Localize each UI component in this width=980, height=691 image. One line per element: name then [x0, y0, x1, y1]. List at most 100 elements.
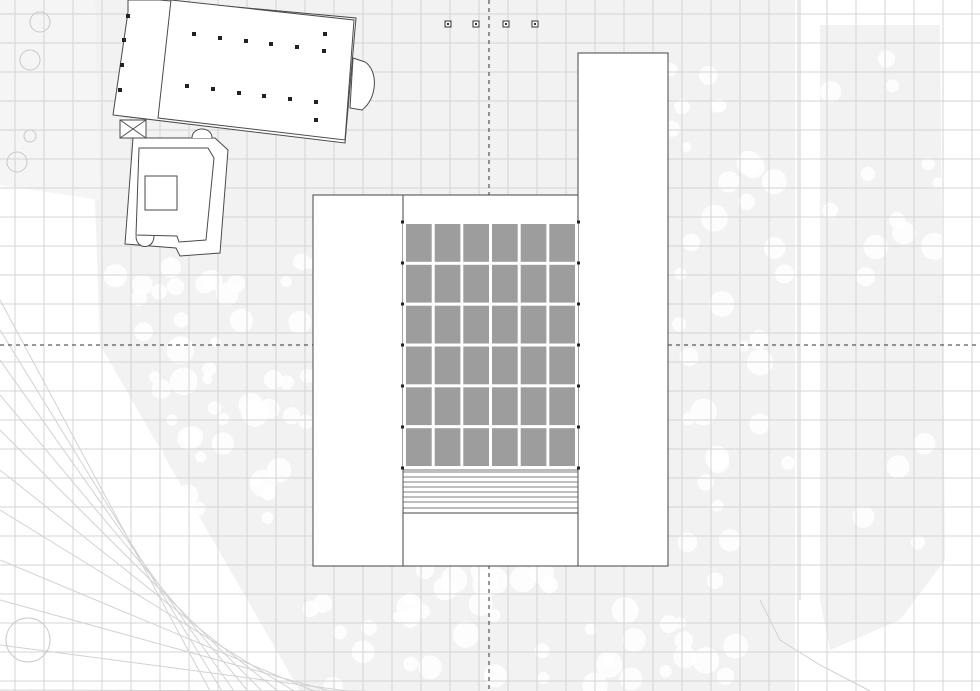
courtyard-cell: [463, 264, 489, 303]
church-apse: [349, 57, 375, 111]
diagonal-line: [0, 329, 223, 691]
post: [577, 343, 580, 347]
tree-canopy: [921, 157, 935, 171]
tree-canopy: [250, 476, 261, 487]
tree-canopy: [706, 572, 724, 589]
tree-canopy: [775, 264, 794, 284]
tree-canopy: [229, 308, 254, 333]
courtyard-cell: [520, 305, 547, 344]
tree-canopy: [227, 274, 246, 293]
stair-cross: [119, 119, 147, 139]
tree-canopy: [878, 50, 896, 68]
courtyard-cell: [549, 428, 575, 466]
column-marker: [288, 97, 292, 101]
tree-canopy: [910, 535, 926, 550]
tree-canopy: [103, 264, 128, 288]
tree-canopy: [217, 412, 230, 425]
post: [401, 343, 404, 347]
square-marker-dot: [475, 23, 477, 25]
structural-posts: [401, 220, 580, 470]
right-terrace-fill: [820, 25, 945, 650]
tree-canopy: [537, 672, 550, 684]
post: [577, 466, 580, 470]
tree-canopy: [736, 150, 761, 175]
post: [577, 261, 580, 265]
post: [401, 466, 404, 470]
tree-canopy: [738, 193, 755, 211]
tree-canopy: [892, 221, 916, 245]
courtyard-cell: [549, 346, 575, 385]
column-marker: [244, 39, 248, 43]
post: [577, 220, 580, 224]
feature-circle: [29, 11, 51, 33]
tree-canopy: [211, 432, 234, 455]
courtyard-cell: [463, 305, 489, 344]
historic-building-upper: [112, 0, 375, 144]
entrance-zone: [402, 512, 579, 567]
tree-canopy: [151, 379, 172, 399]
tree-canopy: [483, 664, 507, 688]
new-building: [312, 52, 669, 567]
courtyard-cell: [520, 346, 547, 385]
tree-canopy: [487, 609, 501, 622]
tree-canopy: [403, 592, 417, 606]
tree-canopy: [200, 271, 213, 284]
tree-canopy: [288, 310, 312, 334]
courtyard-grid: [403, 221, 578, 469]
tree-canopy: [106, 490, 134, 518]
tree-canopy: [659, 615, 678, 634]
tree-canopy: [202, 362, 217, 376]
tree-canopy: [169, 367, 198, 396]
courtyard-cell: [406, 346, 432, 385]
tree-canopy: [323, 676, 344, 691]
square-marker-dot: [505, 23, 507, 25]
tree-canopy: [863, 235, 888, 260]
tree-canopy: [261, 485, 276, 501]
tree-canopy: [681, 142, 692, 153]
upper-left-fill: [0, 0, 100, 200]
tree-canopy: [403, 656, 418, 672]
tree-canopy: [282, 407, 301, 425]
square-marker-dot: [447, 23, 449, 25]
tree-canopy: [146, 461, 159, 475]
tree-canopy: [701, 204, 728, 232]
diagonal-line: [0, 509, 295, 691]
tree-canopy: [160, 257, 182, 279]
tree-canopy: [718, 529, 742, 552]
courtyard-cell: [492, 428, 518, 466]
tree-canopy: [723, 633, 749, 659]
west-wing: [312, 194, 404, 567]
tree-canopy: [440, 566, 468, 593]
tree-canopy: [263, 370, 283, 390]
tree-canopy: [166, 336, 195, 365]
tree-canopy: [886, 455, 910, 479]
post: [401, 302, 404, 306]
tree-canopy: [149, 371, 161, 383]
tree-canopy: [210, 336, 221, 348]
courtyard-cell: [520, 264, 547, 303]
tree-canopy: [761, 169, 787, 195]
post: [577, 425, 580, 429]
tree-canopy: [619, 667, 643, 691]
tree-canopy: [682, 233, 701, 252]
tree-canopy: [332, 625, 347, 640]
tree-canopy: [99, 441, 126, 467]
courtyard-cell: [520, 387, 547, 426]
tree-canopy: [166, 277, 185, 296]
tree-canopy: [698, 65, 718, 85]
column-marker: [122, 38, 126, 42]
column-marker: [295, 45, 299, 49]
column-marker: [185, 84, 189, 88]
courtyard-cell: [463, 346, 489, 385]
tree-canopy: [749, 329, 769, 350]
courtyard-cell: [463, 387, 489, 426]
post: [401, 425, 404, 429]
courtyard-cell: [434, 224, 461, 262]
diagonal-line: [0, 469, 279, 691]
courtyard-cell: [549, 224, 575, 262]
tree-canopy: [749, 413, 771, 435]
tree-canopy: [280, 275, 292, 288]
top-markers: [444, 20, 539, 28]
courtyard-cell: [463, 428, 489, 466]
